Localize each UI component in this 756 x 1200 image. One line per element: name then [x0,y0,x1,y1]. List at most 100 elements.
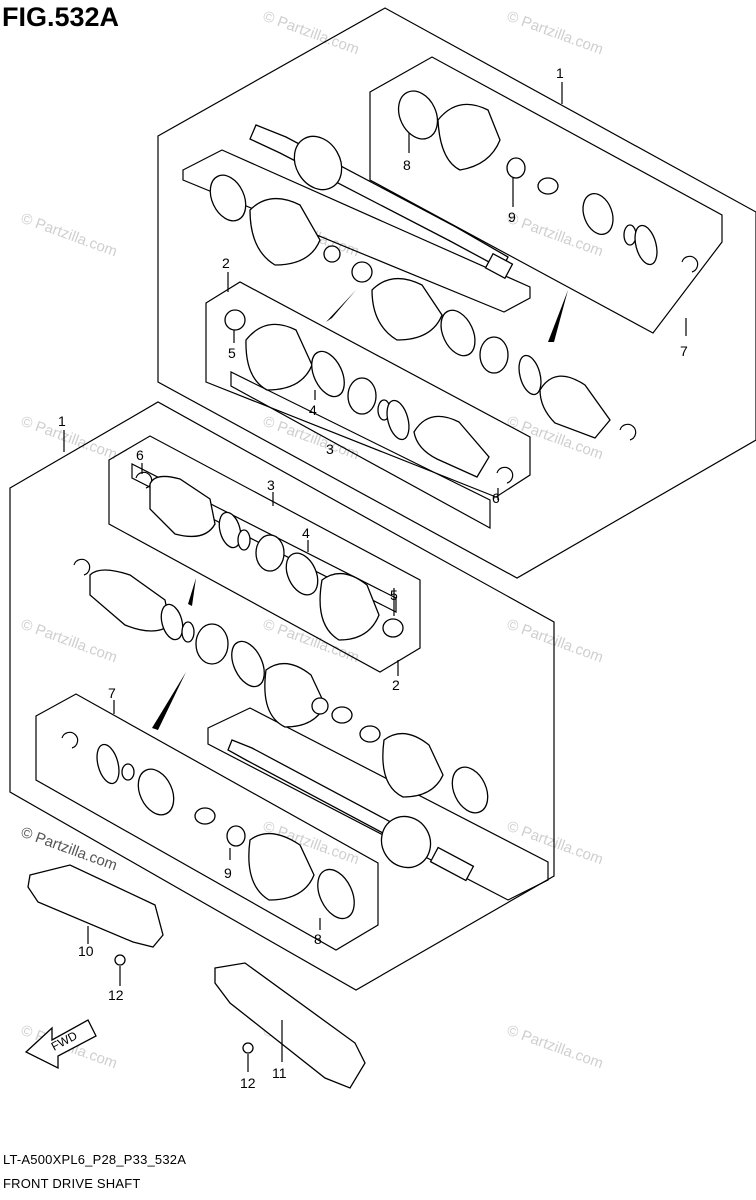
front-cover-10 [27,864,164,948]
upper-inner-joint [413,415,490,478]
callout-8b: 8 [314,931,322,947]
upper-small-2a [323,245,341,263]
lower-shaft-spline [429,846,475,882]
upper-right-ring [518,354,542,396]
lower-ring-2b [181,621,195,643]
lower-inner-joint [149,475,216,538]
callout-3a: 3 [326,441,334,457]
lower-boot-7 [248,833,315,901]
diagram-name: FRONT DRIVE SHAFT [3,1176,141,1191]
lower-boot-2b [382,733,444,798]
lower-kit3-box [108,435,421,673]
callout-7a: 7 [680,343,688,359]
lower-band-4 [285,552,319,596]
watermark: © Partzilla.com [19,413,120,464]
callout-10: 10 [78,943,94,959]
upper-right-joint [539,375,611,439]
lower-shaft-box [207,707,549,901]
lower-kit2-box [131,463,397,613]
callout-4a: 4 [309,402,317,418]
lower-arrow-bottom [152,672,186,730]
lower-kit7-box [35,693,379,951]
upper-kit2-box [205,281,531,498]
lower-circlip-6 [135,471,153,489]
upper-outer-box [157,7,756,579]
callout-9a: 9 [508,209,516,225]
callout-8a: 8 [403,157,411,173]
watermark: © Partzilla.com [19,616,120,667]
lower-ring-7c [137,768,175,816]
lower-ring-3b [237,529,251,551]
lower-ring-2a [160,603,184,641]
upper-clip-5 [224,309,246,331]
bolt-12b [242,1042,254,1054]
lower-ring-3a [218,511,242,549]
upper-ring-b [623,224,637,246]
upper-circlip-6 [496,466,514,484]
upper-small-band-9 [506,157,526,179]
watermark: © Partzilla.com [505,1022,606,1073]
upper-small-2b [351,261,373,283]
upper-shaft-box [182,149,531,313]
callout-9b: 9 [224,865,232,881]
upper-ring-c [634,224,658,266]
upper-boot-2a [249,198,321,266]
callout-4b: 4 [302,525,310,541]
lower-small-2b [331,706,353,724]
upper-kit3-box [230,371,491,530]
upper-ring-3b [386,399,410,441]
upper-right-circlip [619,423,637,441]
lower-bearing [255,534,285,572]
callout-11: 11 [272,1065,287,1081]
callout-6a: 6 [492,490,500,506]
lower-outer-joint [380,815,432,869]
watermark: © Partzilla.com [19,210,120,261]
lower-ring-7b [121,763,135,781]
lower-circlip-7 [61,731,79,749]
lower-outer-box [9,401,555,991]
upper-band-2a [209,174,247,222]
callout-12a: 12 [108,987,124,1003]
lower-small-2a [311,697,329,715]
lower-bearing-2 [195,623,229,665]
lower-band-8 [317,868,355,920]
callout-3b: 3 [267,477,275,493]
upper-assembly [157,7,756,579]
callout-5b: 5 [390,587,398,603]
diagram-code: LT-A500XPL6_P28_P33_532A [3,1152,187,1167]
callout-12b: 12 [240,1075,256,1091]
upper-shaft-spline [484,252,514,280]
callout-6b: 6 [136,447,144,463]
callout-2b: 2 [392,677,400,693]
upper-clip [537,177,559,195]
upper-boot-5 [245,323,313,391]
upper-band-2b [440,309,476,357]
lower-boot-5 [319,573,380,641]
upper-arrow-left [326,290,356,322]
upper-boot-7 [437,103,501,171]
watermark: © Partzilla.com [505,818,606,869]
lower-ring-7a [96,743,120,785]
upper-band-4 [311,350,345,398]
watermark: © Partzilla.com [505,616,606,667]
lower-clip-7 [194,807,216,825]
upper-ring-a [582,193,614,235]
watermark: © Partzilla.com [261,8,362,59]
callout-1a: 1 [556,65,564,81]
figure-label: FIG.532A [2,2,120,32]
lower-arrow-top [188,578,196,606]
lower-small-2c [359,725,381,743]
lower-band-2c [451,766,489,814]
upper-outer-joint [293,135,343,191]
callouts: 1 8 9 7 2 5 4 3 6 1 6 3 4 5 2 7 9 8 10 1… [58,65,688,1091]
lower-small-band-9 [226,825,246,847]
lower-assembly: FWD [9,401,555,1089]
upper-boot-band-large [397,90,439,140]
callout-2a: 2 [222,255,230,271]
upper-boot-2b [371,278,443,341]
lower-band-2 [231,640,265,688]
upper-circlip [681,255,699,273]
upper-kit7-box [369,56,723,334]
upper-arrow-right [548,290,568,342]
